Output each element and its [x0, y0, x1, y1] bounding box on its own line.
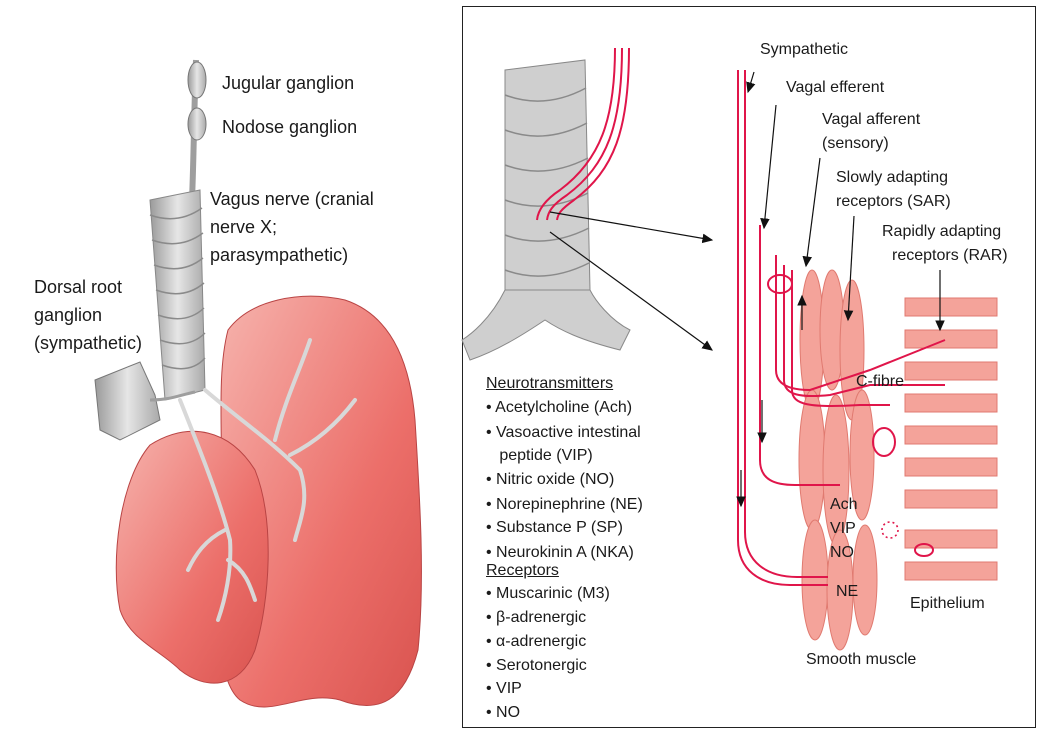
- rc-item-2: • α-adrenergic: [486, 633, 587, 650]
- sar-label-1: Slowly adapting: [836, 169, 949, 186]
- nt-item-3: • Nitric oxide (NO): [486, 471, 615, 488]
- receptors-heading: Receptors: [486, 562, 559, 579]
- rc-item-1: • β-adrenergic: [486, 609, 587, 626]
- drg-label-2: ganglion: [34, 305, 103, 325]
- ne-label: NE: [836, 583, 859, 600]
- c-fibre-label: C-fibre: [856, 373, 905, 390]
- vagal-efferent-label: Vagal efferent: [786, 79, 885, 96]
- rc-item-4: • VIP: [486, 680, 522, 697]
- rar-label-1: Rapidly adapting: [882, 223, 1002, 240]
- jugular-ganglion-label: Jugular ganglion: [222, 73, 355, 93]
- rc-item-3: • Serotonergic: [486, 657, 587, 674]
- rar-label-2: receptors (RAR): [892, 247, 1008, 264]
- sar-label-2: receptors (SAR): [836, 193, 951, 210]
- epithelium-label: Epithelium: [910, 595, 985, 612]
- drg-label-1: Dorsal root: [34, 277, 123, 297]
- dorsal-root-ganglion-shape: [94, 361, 161, 441]
- nt-item-2: peptide (VIP): [486, 447, 593, 464]
- smooth-muscle-label: Smooth muscle: [806, 651, 917, 668]
- jugular-ganglion-shape: [187, 61, 207, 99]
- no-label: NO: [830, 544, 854, 561]
- nt-item-4: • Norepinephrine (NE): [486, 496, 643, 513]
- nodose-ganglion-label: Nodose ganglion: [222, 117, 358, 137]
- airway-segment: [461, 59, 631, 361]
- vagus-nerve-label-3: parasympathetic): [210, 245, 349, 265]
- nt-item-1: • Vasoactive intestinal: [486, 424, 641, 441]
- vagal-afferent-label-1: Vagal afferent: [822, 111, 921, 128]
- lung-illustration: [94, 59, 422, 708]
- nodose-ganglion-shape: [187, 107, 207, 141]
- nt-item-0: • Acetylcholine (Ach): [486, 399, 633, 416]
- drg-label-3: (sympathetic): [34, 333, 143, 353]
- rc-item-5: • NO: [486, 704, 521, 721]
- detail-panel: [462, 6, 1036, 728]
- nt-item-6: • Neurokinin A (NKA): [486, 544, 634, 561]
- vip-label: VIP: [830, 520, 856, 537]
- rc-item-0: • Muscarinic (M3): [486, 585, 610, 602]
- neurotransmitters-heading: Neurotransmitters: [486, 375, 614, 392]
- nt-item-5: • Substance P (SP): [486, 519, 623, 536]
- left-lung: [115, 430, 269, 684]
- vagus-nerve-label-2: nerve X;: [210, 217, 278, 237]
- vagal-afferent-label-2: (sensory): [822, 135, 889, 152]
- sympathetic-label: Sympathetic: [760, 41, 849, 58]
- vagus-nerve-label-1: Vagus nerve (cranial: [210, 189, 374, 209]
- ach-label: Ach: [830, 496, 858, 513]
